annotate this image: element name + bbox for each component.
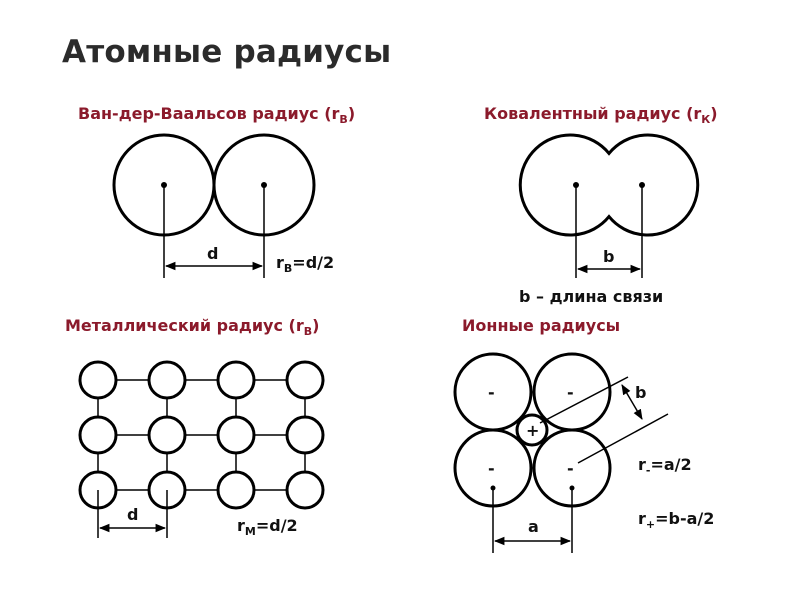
ion-guide-lower xyxy=(577,413,669,464)
ion-minus-label-4: - xyxy=(567,459,574,478)
lattice-atom xyxy=(216,360,256,400)
ion-plus-label: + xyxy=(526,421,539,440)
vdw-formula: rВ=d/2 xyxy=(276,253,334,275)
ion-section-title: Ионные радиусы xyxy=(462,316,620,335)
ion-minus-label-2: - xyxy=(567,383,574,402)
cov-section-title: Ковалентный радиус (rК) xyxy=(484,104,718,126)
page-title: Атомные радиусы xyxy=(62,34,392,70)
lattice-atom xyxy=(147,360,187,400)
ion-b-label: b xyxy=(635,383,646,402)
lattice-atom xyxy=(285,360,325,400)
ion-a-label: a xyxy=(528,517,539,536)
vdw-section-title: Ван-дер-Ваальсов радиус (rВ) xyxy=(78,104,355,126)
metal-lattice xyxy=(78,360,325,510)
cov-bond-note: b – длина связи xyxy=(519,287,663,306)
met-d-label: d xyxy=(127,505,138,524)
ion-cation-center xyxy=(515,413,549,447)
ion-minus-label-1: - xyxy=(488,383,495,402)
ion-guide-upper xyxy=(539,376,629,424)
ion-formula-cation: r+=b-a/2 xyxy=(638,509,714,531)
lattice-atom xyxy=(285,470,325,510)
lattice-atom xyxy=(285,415,325,455)
ion-minus-label-3: - xyxy=(488,459,495,478)
lattice-atom xyxy=(216,415,256,455)
ion-formula-anion: r-=a/2 xyxy=(638,455,692,477)
vdw-d-label: d xyxy=(207,244,218,263)
lattice-atom xyxy=(78,360,118,400)
cov-b-label: b xyxy=(603,247,614,266)
lattice-atom xyxy=(78,415,118,455)
met-formula: rМ=d/2 xyxy=(237,516,298,538)
cov-molecule-outline xyxy=(518,133,700,237)
met-section-title: Металлический радиус (rВ) xyxy=(65,316,319,338)
ion-b-arrow xyxy=(621,384,643,420)
lattice-atom xyxy=(216,470,256,510)
lattice-atom xyxy=(147,415,187,455)
